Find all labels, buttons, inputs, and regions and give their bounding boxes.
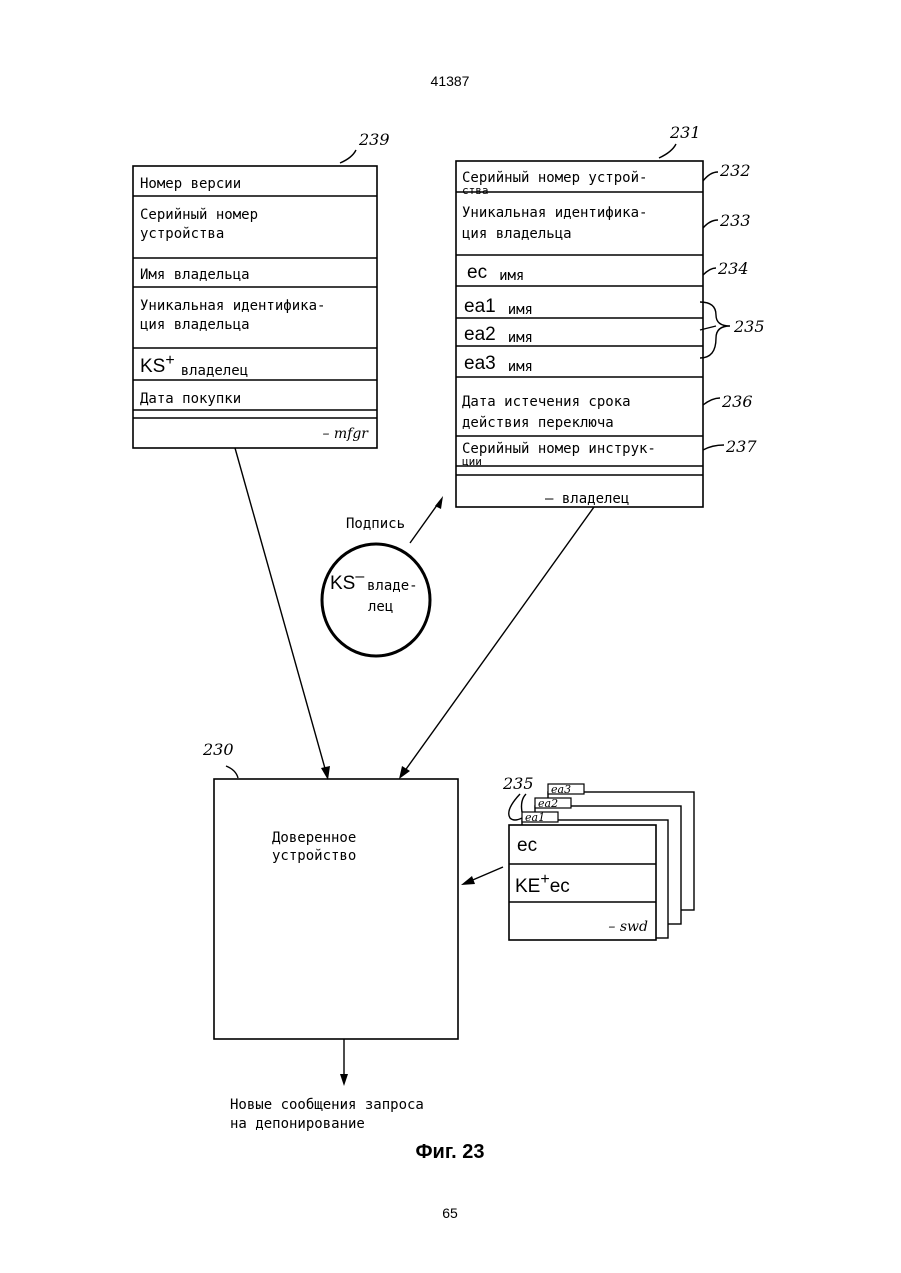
left-record-leader [340, 150, 356, 163]
callout-234: 234 [717, 259, 749, 278]
right-field-ec: ecимя [467, 262, 524, 284]
right-field-owner-id: Уникальная идентифика-ция владельца [462, 205, 647, 242]
right-record-leader [659, 144, 676, 158]
stacked-records: 235 ea3 ea2 ea1 ec KE+ec – swd [461, 774, 694, 940]
left-record: 239 Номер версии Серийный номерустройств… [133, 130, 390, 448]
output-message-2: на депонирование [230, 1116, 365, 1132]
stack-row-ec: ec [517, 835, 537, 856]
callout-233: 233 [719, 211, 751, 230]
trusted-device: 230 Доверенное устройство Новые сообщени… [202, 740, 458, 1132]
stack-tab-ea2: ea2 [538, 797, 558, 810]
trusted-device-ref: 230 [202, 740, 234, 759]
callout-237: 237 [725, 437, 757, 456]
left-field-owner-name: Имя владельца [140, 267, 250, 283]
left-record-ref: 239 [358, 130, 390, 149]
output-message-1: Новые сообщения запроса [230, 1097, 424, 1113]
signature-arrow-line [410, 501, 440, 543]
right-arrowhead [399, 766, 410, 779]
signature-owner-line1: владе- [367, 578, 418, 594]
signature-owner-line2: лец [368, 599, 393, 615]
trusted-device-label-2: устройство [272, 848, 356, 864]
right-field-expiry: Дата истечения срокадействия переключа [462, 394, 631, 431]
stack-row-signature: – swd [608, 919, 648, 935]
left-field-version: Номер версии [140, 176, 241, 192]
signature-key: KS– [330, 568, 364, 594]
right-record-ref: 231 [669, 123, 701, 142]
callout-236: 236 [721, 392, 753, 411]
right-field-ea3: ea3имя [464, 353, 533, 375]
stack-arrowhead [461, 876, 475, 885]
left-field-serial: Серийный номерустройства [140, 207, 258, 242]
signature-bubble: Подпись KS– владе- лец [322, 496, 443, 656]
left-field-owner-id: Уникальная идентифика-ция владельца [140, 298, 325, 333]
right-record-signature: – владелец [545, 491, 629, 507]
output-arrowhead [340, 1074, 348, 1086]
left-arrowhead [321, 766, 330, 780]
stack-tab-ea3: ea3 [551, 783, 571, 796]
stack-ref: 235 [502, 774, 534, 793]
callout-235: 235 [733, 317, 765, 336]
right-to-device-arrow [404, 507, 594, 772]
left-record-signature: – mfgr [322, 426, 369, 442]
right-field-ea2: ea2имя [464, 324, 533, 346]
right-record: 231 Серийный номер устрой-ства Уникальна… [456, 123, 765, 507]
right-field-instruction-serial: Серийный номер инструк-ции [462, 441, 656, 468]
left-to-device-arrow [235, 448, 326, 772]
signature-caption: Подпись [346, 516, 405, 532]
right-field-serial: Серийный номер устрой-ства [462, 170, 647, 197]
page-footer: 65 [442, 1205, 458, 1221]
left-field-ks: KS+владелец [140, 352, 248, 379]
right-field-ea1: ea1имя [464, 296, 533, 318]
callout-235-brace [700, 302, 730, 358]
trusted-device-label-1: Доверенное [272, 830, 356, 846]
figure-caption: Фиг. 23 [415, 1141, 484, 1163]
callout-232: 232 [719, 161, 751, 180]
stack-tab-ea1: ea1 [525, 811, 545, 824]
trusted-device-box [214, 779, 458, 1039]
left-field-purchase-date: Дата покупки [140, 391, 241, 407]
page-header: 41387 [431, 73, 470, 89]
